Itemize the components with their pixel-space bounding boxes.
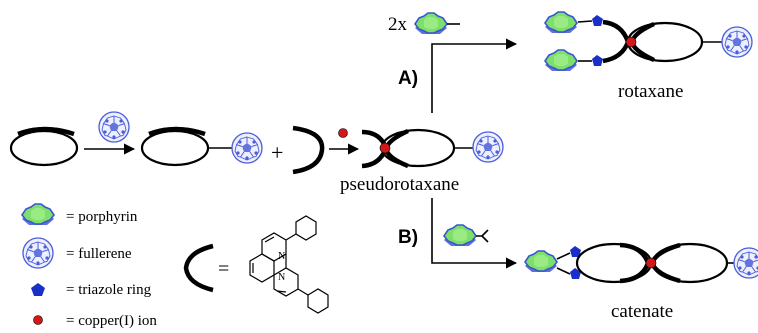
catenate-product bbox=[524, 242, 740, 284]
legend-triazole: = triazole ring bbox=[66, 282, 152, 298]
route-b-label: B) bbox=[398, 227, 418, 248]
macrocycle-fullerene bbox=[140, 126, 232, 167]
count-label: 2x bbox=[388, 14, 408, 35]
copper-ion bbox=[379, 142, 391, 154]
triazole-icon bbox=[592, 55, 603, 66]
legend: = porphyrin = fullerene = triazole ring … bbox=[21, 203, 157, 329]
copper-reagent-icon bbox=[338, 128, 348, 138]
route-a-label: A) bbox=[398, 68, 418, 89]
triazole-icon bbox=[592, 15, 603, 26]
copper-icon bbox=[33, 315, 43, 325]
porphyrin-icon bbox=[21, 203, 55, 226]
legend-porphyrin: = porphyrin bbox=[66, 209, 138, 225]
porphyrin-dialkyne bbox=[476, 229, 489, 243]
triazole-icon bbox=[570, 246, 581, 257]
legend-copper: = copper(I) ion bbox=[66, 313, 157, 329]
equals-sign: = bbox=[218, 258, 229, 280]
phenanthroline-thread bbox=[292, 125, 325, 175]
copper-ion bbox=[625, 36, 637, 48]
fullerene-reagent-icon bbox=[98, 111, 130, 143]
nitrogen-label: N bbox=[278, 272, 285, 283]
porphyrin-reagent-icon bbox=[443, 224, 477, 247]
fullerene-icon bbox=[721, 26, 753, 58]
pseudorotaxane-complex bbox=[361, 128, 474, 169]
rotaxane-label: rotaxane bbox=[618, 81, 683, 102]
plus-sign: + bbox=[271, 140, 283, 165]
rotaxane-product bbox=[544, 11, 722, 72]
fullerene-icon bbox=[733, 247, 758, 279]
macrocycle-start bbox=[9, 126, 79, 167]
fullerene-icon bbox=[472, 131, 504, 163]
porphyrin-reagent-icon bbox=[414, 12, 448, 35]
phenanthroline-legend: = N N bbox=[183, 215, 329, 314]
route-a-arrow bbox=[431, 38, 518, 113]
triazole-icon bbox=[31, 283, 45, 296]
fullerene-icon bbox=[22, 237, 54, 269]
half-ring-icon bbox=[183, 243, 214, 293]
nitrogen-label: N bbox=[278, 251, 285, 262]
copper-ion bbox=[645, 257, 657, 269]
triazole-icon bbox=[570, 268, 581, 279]
pseudorotaxane-label: pseudorotaxane bbox=[340, 174, 459, 195]
phenanthroline-structure bbox=[249, 215, 329, 314]
legend-fullerene: = fullerene bbox=[66, 246, 132, 262]
route-b-arrow bbox=[431, 198, 518, 269]
fullerene-icon bbox=[231, 132, 263, 164]
catenate-label: catenate bbox=[611, 301, 673, 322]
